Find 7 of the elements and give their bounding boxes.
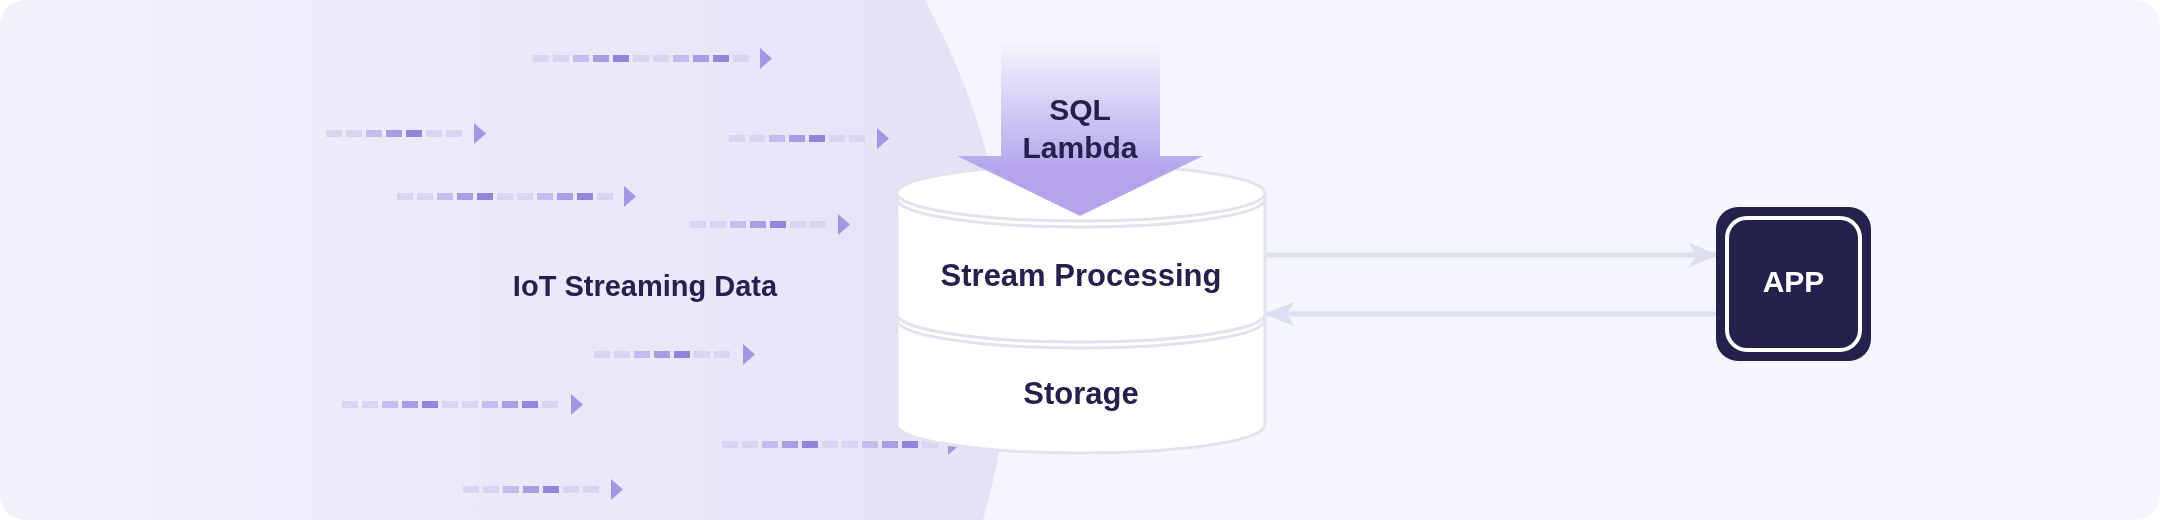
node-label: Storage xyxy=(1022,375,1140,413)
arrow xyxy=(1264,301,1716,327)
section-label: IoT Streaming Data xyxy=(511,269,779,304)
node-label: Stream Processing xyxy=(939,257,1223,295)
node-label: SQL Lambda xyxy=(1021,92,1139,166)
node-label: APP xyxy=(1761,264,1826,300)
arrow xyxy=(1267,242,1719,268)
